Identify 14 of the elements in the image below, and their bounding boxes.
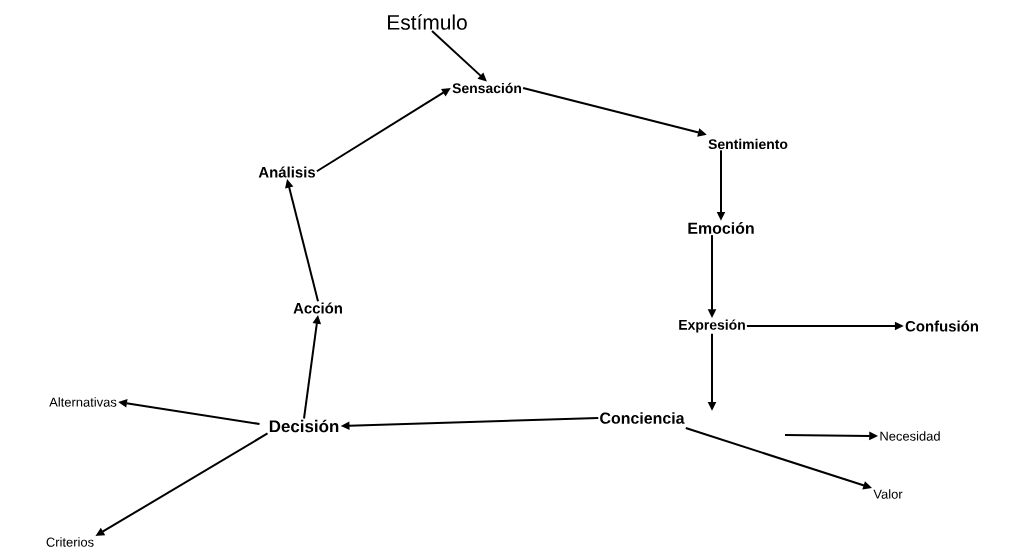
concept-label: Decisión: [269, 419, 339, 433]
concept-label: Acción: [293, 302, 342, 314]
concept-label: Análisis: [258, 166, 316, 178]
concept-label: Expresión: [679, 319, 745, 333]
concept-label: Sentimiento: [708, 138, 788, 150]
concept-label: Valor: [873, 489, 903, 499]
concept-label: Estímulo: [388, 14, 467, 30]
concept-label: Sensación: [452, 82, 521, 94]
concept-label: Alternativas: [49, 397, 117, 407]
concept-label: Emoción: [688, 222, 754, 234]
concept-label: Necesidad: [880, 431, 940, 441]
concept-label: Confusión: [905, 320, 978, 332]
concept-label: Conciencia: [600, 412, 685, 424]
concept-label: Criterios: [46, 537, 94, 547]
